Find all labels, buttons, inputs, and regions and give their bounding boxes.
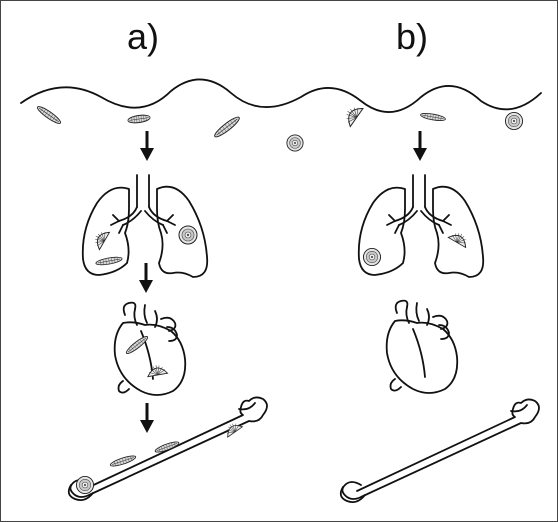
femur-bone-icon	[341, 399, 539, 502]
pennate-diatom-icon	[213, 115, 242, 140]
centric-diatom-icon	[505, 112, 522, 129]
centric-diatom-icon	[179, 226, 197, 244]
water-surface	[21, 79, 541, 112]
fan-diatom-icon	[91, 227, 110, 249]
pennate-diatom-icon	[127, 114, 150, 124]
down-arrow-icon	[139, 263, 153, 293]
fan-diatom-icon	[341, 102, 363, 126]
pennate-diatom-icon	[36, 104, 63, 125]
down-arrow-icon	[140, 403, 154, 433]
heart-icon	[387, 301, 458, 393]
pennate-diatom-icon	[420, 112, 446, 122]
fan-diatom-icon	[223, 419, 243, 437]
fan-diatom-icon	[448, 229, 470, 248]
centric-diatom-icon	[287, 135, 303, 151]
down-arrow-icon	[140, 131, 154, 161]
down-arrow-icon	[413, 131, 427, 161]
heart-icon	[115, 303, 186, 395]
centric-diatom-icon	[363, 248, 380, 265]
fan-diatom-icon	[146, 363, 167, 376]
centric-diatom-icon	[76, 476, 93, 493]
pennate-diatom-icon	[95, 256, 122, 267]
